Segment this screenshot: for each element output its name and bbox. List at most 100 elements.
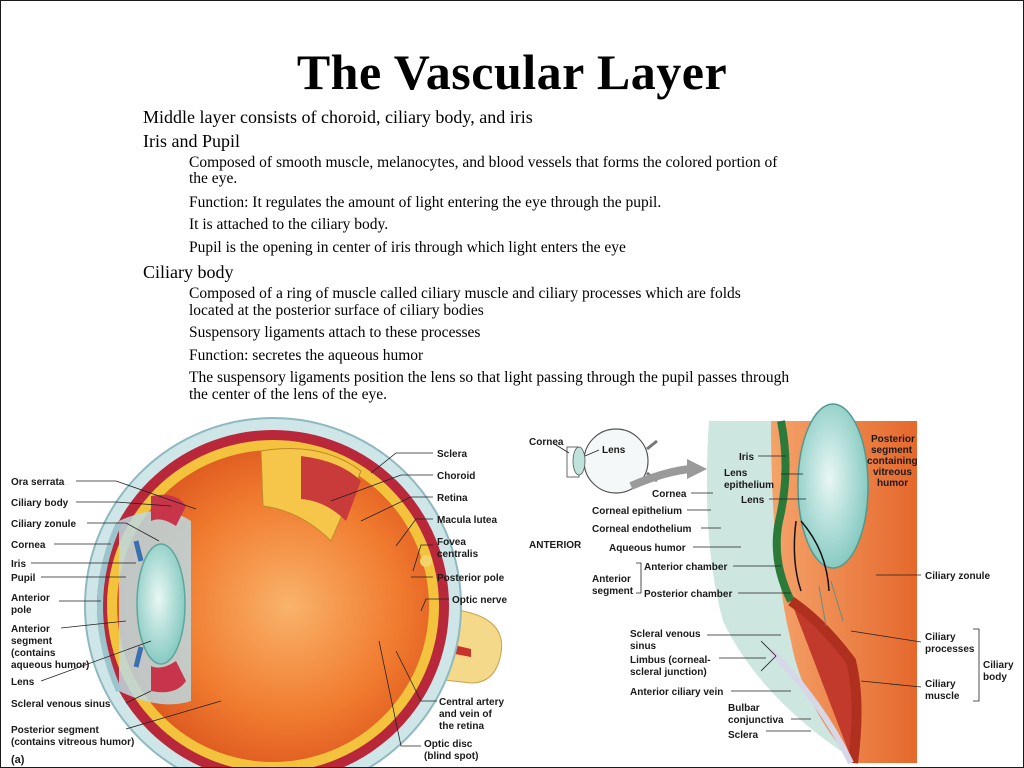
label-bulbar-1: Bulbar (728, 703, 760, 714)
slide-title: The Vascular Layer (296, 44, 728, 100)
leader-ciliary-body (76, 501, 172, 507)
label-bulbar-2: conjunctiva (728, 715, 784, 726)
label-anterior-pole-2: pole (11, 605, 32, 616)
sub-bullet-ligaments-lens: The suspensory ligaments position the le… (189, 369, 790, 386)
label-choroid: Choroid (437, 471, 475, 482)
ciliary-body-bottom (151, 661, 186, 693)
iris-shape (133, 540, 144, 668)
label-anterior-chamber: Anterior chamber (644, 562, 727, 573)
ciliary-muscle-shape (788, 596, 862, 764)
inset-lens-shape (572, 446, 586, 476)
label-anterior-ciliary-vein: Anterior ciliary vein (630, 687, 723, 698)
label-corneal-endothelium: Corneal endothelium (592, 524, 692, 535)
label-optic-disc-1: Optic disc (424, 739, 473, 750)
leader-central-artery (395, 650, 437, 702)
sclera-b-shape (768, 648, 854, 765)
bracket-limbus (760, 640, 777, 672)
zoom-arrow (629, 465, 692, 490)
figure-b-ciliary-detail: Cornea Lens ANTERIOR Iris Lens epitheliu… (529, 403, 1014, 765)
leader-retina (360, 496, 433, 522)
label-cornea-b: Cornea (652, 489, 687, 500)
label-central-artery-2: and vein of (439, 709, 492, 720)
label-lens-epithelium-2: epithelium (724, 480, 774, 491)
cornea-shape (97, 521, 122, 693)
label-anterior: ANTERIOR (529, 540, 582, 551)
bracket-anterior-segment (636, 562, 642, 594)
label-lens-a: Lens (11, 677, 35, 688)
label-ant-segment-2: segment (592, 586, 634, 597)
leader-ciliary-processes (850, 630, 922, 643)
label-central-artery-3: the retina (439, 721, 484, 732)
sub-bullet-ligaments-lens-cont: the center of the lens of the eye. (189, 386, 387, 403)
label-lens-b: Lens (741, 495, 765, 506)
label-scleral-venous-2: sinus (630, 641, 657, 652)
sub-bullet-iris-composition-cont: the eye. (189, 170, 238, 187)
bullet-middle-layer: Middle layer consists of choroid, ciliar… (143, 107, 533, 127)
label-ciliary-zonule-b: Ciliary zonule (925, 571, 990, 582)
label-limbus-1: Limbus (corneal- (630, 655, 711, 666)
leader-scleral-sinus (125, 690, 152, 704)
label-ciliary-body: Ciliary body (11, 498, 69, 509)
bullet-ciliary-body: Ciliary body (143, 262, 234, 282)
leader-ciliary-zonule (87, 522, 160, 542)
iris-b-shape (772, 420, 795, 603)
label-pupil: Pupil (11, 573, 36, 584)
label-ciliary-processes-1: Ciliary (925, 632, 956, 643)
label-optic-disc-2: (blind spot) (424, 751, 478, 762)
leader-sclera (370, 452, 433, 474)
label-retina: Retina (437, 493, 468, 504)
sub-bullet-iris-composition: Composed of smooth muscle, melanocytes, … (189, 154, 778, 171)
label-ant-segment-1: Anterior (592, 574, 631, 585)
leader-ciliary-muscle (860, 680, 922, 688)
label-ant-seg-2: segment (11, 636, 53, 647)
label-posterior-chamber: Posterior chamber (644, 589, 732, 600)
label-corneal-epithelium: Corneal epithelium (592, 506, 682, 517)
label-cornea-a: Cornea (11, 540, 46, 551)
flow-arrow-1 (793, 520, 802, 592)
label-ciliary-muscle-1: Ciliary (925, 679, 956, 690)
label-post-seg-b-5: humor (877, 478, 908, 489)
label-macula-lutea: Macula lutea (437, 515, 497, 526)
bracket-ciliary-body (973, 628, 980, 702)
figure-a-eye-cross-section: Ora serrata Ciliary body Ciliary zonule … (11, 417, 507, 767)
leader-fovea (412, 544, 433, 572)
leader-optic-disc (378, 640, 421, 747)
label-ciliary-body-b-2: body (983, 672, 1007, 683)
sub-bullet-iris-attached: It is attached to the ciliary body. (189, 216, 389, 233)
label-ciliary-muscle-2: muscle (925, 691, 960, 702)
label-ciliary-zonule: Ciliary zonule (11, 519, 76, 530)
label-anterior-pole-1: Anterior (11, 593, 50, 604)
leader-anterior-segment (60, 620, 127, 629)
label-ant-seg-1: Anterior (11, 624, 50, 635)
label-scleral-venous-1: Scleral venous (630, 629, 701, 640)
label-scleral-venous-sinus: Scleral venous sinus (11, 699, 111, 710)
label-post-seg-b-2: segment (871, 445, 913, 456)
sub-bullet-iris-function: Function: It regulates the amount of lig… (189, 194, 662, 211)
vitreous-body-shape (117, 450, 429, 762)
leader-lens (40, 640, 152, 682)
label-post-seg-b-3: containing (867, 456, 918, 467)
label-fovea-1: Fovea (437, 537, 466, 548)
sub-bullet-suspensory: Suspensory ligaments attach to these pro… (189, 324, 481, 341)
leader-choroid (330, 474, 433, 502)
sub-bullet-ciliary-composition: Composed of a ring of muscle called cili… (189, 285, 741, 302)
label-inset-cornea: Cornea (529, 437, 564, 448)
label-optic-nerve: Optic nerve (452, 595, 507, 606)
label-posterior-pole: Posterior pole (437, 573, 505, 584)
label-lens-epithelium-1: Lens (724, 468, 748, 479)
sub-bullet-pupil: Pupil is the opening in center of iris t… (189, 239, 626, 256)
label-sclera-a: Sclera (437, 449, 467, 460)
label-ciliary-processes-2: processes (925, 644, 975, 655)
label-ciliary-body-b-1: Ciliary (983, 660, 1014, 671)
bullet-iris-pupil: Iris and Pupil (143, 131, 240, 151)
label-ora-serrata: Ora serrata (11, 477, 65, 488)
label-ant-seg-4: aqueous humor) (11, 660, 89, 671)
leader-inset-lens (584, 449, 600, 457)
lens-shape (136, 543, 186, 665)
cutaway-choroid (301, 456, 361, 521)
leader-posterior-segment (125, 700, 222, 730)
label-limbus-2: scleral junction) (630, 667, 707, 678)
label-sclera-b: Sclera (728, 730, 758, 741)
